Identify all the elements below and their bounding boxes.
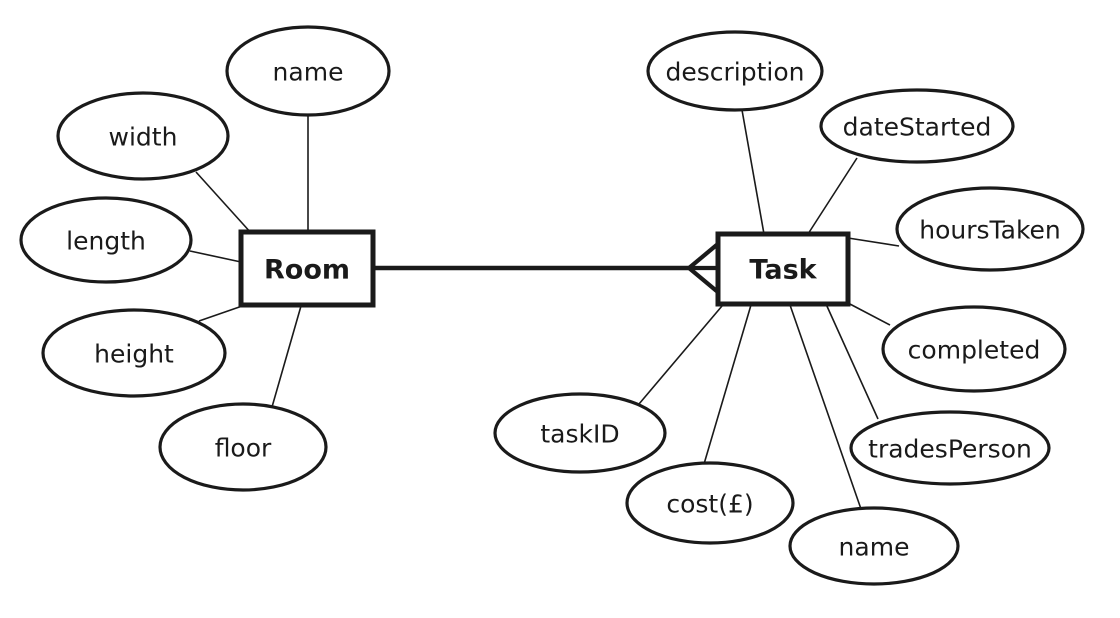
attribute-ellipse — [41, 308, 227, 398]
attribute-room-floor[interactable]: floor — [158, 402, 328, 492]
attribute-task-taskID[interactable]: taskID — [493, 392, 667, 474]
attribute-ellipse — [19, 196, 193, 284]
connector-task-hoursTaken — [847, 237, 900, 247]
attribute-ellipse — [788, 506, 960, 586]
attribute-room-height[interactable]: height — [41, 308, 227, 398]
relationship-room-task — [373, 241, 721, 295]
connector-task-tradesPerson — [825, 303, 879, 420]
task-attributes: description dateStarted hoursTaken compl… — [493, 30, 1085, 586]
attribute-task-tradesPerson[interactable]: tradesPerson — [849, 410, 1051, 486]
attribute-label: description — [665, 58, 804, 87]
attribute-task-hoursTaken[interactable]: hoursTaken — [895, 186, 1085, 272]
attribute-label: dateStarted — [843, 113, 992, 142]
attribute-ellipse — [493, 392, 667, 474]
attribute-room-length[interactable]: length — [19, 196, 193, 284]
attribute-room-width[interactable]: width — [56, 91, 230, 181]
entity-room[interactable]: Room — [238, 229, 376, 308]
connector-room-width — [195, 171, 253, 235]
room-attributes: name width length height floor — [19, 25, 391, 492]
attribute-task-description[interactable]: description — [646, 30, 824, 112]
attribute-label: height — [94, 340, 174, 369]
attribute-task-completed[interactable]: completed — [881, 305, 1067, 393]
crows-foot-upper-prong — [687, 241, 721, 270]
attribute-ellipse — [849, 410, 1051, 486]
entity-task[interactable]: Task — [715, 231, 851, 307]
attribute-ellipse — [625, 461, 795, 545]
attribute-task-name[interactable]: name — [788, 506, 960, 586]
connector-room-length — [189, 250, 242, 263]
attribute-label: name — [273, 58, 344, 87]
crows-foot-lower-prong — [687, 266, 721, 295]
attribute-label: completed — [908, 336, 1041, 365]
entity-label: Room — [264, 255, 350, 286]
connector-room-floor — [271, 305, 302, 408]
attribute-room-name[interactable]: name — [225, 25, 391, 117]
entity-label: Task — [749, 255, 817, 286]
attribute-ellipse — [819, 88, 1015, 164]
attribute-ellipse — [158, 402, 328, 492]
connector-task-dateStarted — [807, 157, 858, 235]
connector-task-cost — [703, 304, 752, 465]
connector-task-taskID — [638, 305, 723, 405]
attribute-task-dateStarted[interactable]: dateStarted — [819, 88, 1015, 164]
attribute-label: floor — [215, 434, 272, 463]
entity-box — [238, 229, 376, 308]
connector-task-description — [741, 109, 765, 235]
attribute-label: name — [839, 533, 910, 562]
attribute-label: width — [109, 123, 178, 152]
connector-task-completed — [847, 302, 891, 326]
attribute-label: tradesPerson — [868, 435, 1032, 464]
attribute-label: cost(£) — [666, 490, 753, 519]
attribute-label: length — [66, 227, 146, 256]
attribute-ellipse — [56, 91, 230, 181]
attribute-connectors — [189, 109, 900, 510]
attribute-task-cost[interactable]: cost(£) — [625, 461, 795, 545]
attribute-ellipse — [646, 30, 824, 112]
attribute-ellipse — [895, 186, 1085, 272]
entity-box — [715, 231, 851, 307]
attribute-ellipse — [881, 305, 1067, 393]
attribute-label: hoursTaken — [919, 216, 1061, 245]
attribute-label: taskID — [540, 420, 619, 449]
connector-task-name — [789, 304, 862, 510]
attribute-ellipse — [225, 25, 391, 117]
